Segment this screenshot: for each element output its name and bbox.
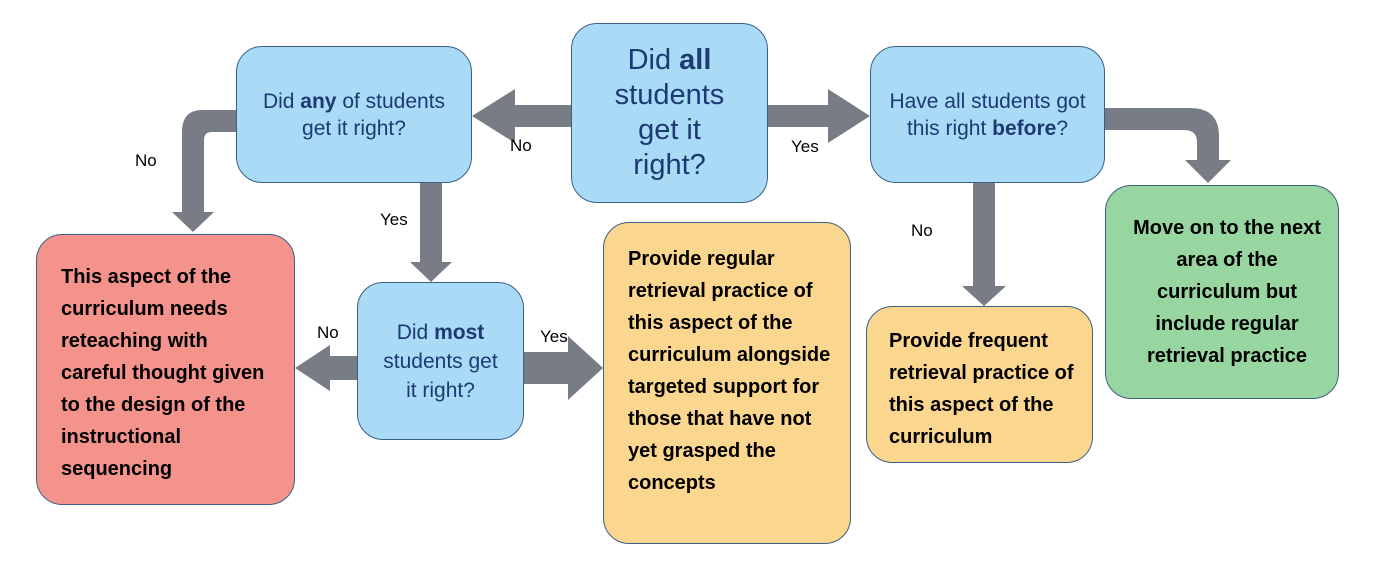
edge-label-most-to-targeted: Yes: [540, 327, 568, 346]
arrow-all-to-any: [472, 89, 574, 143]
arrow-before-to-frequent: [962, 183, 1006, 306]
edge-label-all-to-any: No: [510, 136, 532, 155]
node-before-pre: Have all students got this right: [889, 89, 1086, 140]
node-move-on-text: Move on to the next area of the curricul…: [1133, 217, 1321, 367]
node-did-most-pre: Did: [396, 320, 435, 344]
node-did-all-post: students get it right?: [614, 79, 725, 181]
arrow-all-to-before: [768, 89, 870, 143]
node-did-all-students: Did all students get it right?: [571, 23, 768, 203]
edge-label-any-to-most: Yes: [380, 210, 408, 229]
edge-label-any-to-reteach: No: [135, 151, 157, 170]
node-did-any-post: of students get it right?: [302, 89, 446, 140]
node-did-most-strong: most: [434, 320, 485, 344]
edge-label-most-to-reteach: No: [317, 323, 339, 342]
edge-label-all-to-before: Yes: [791, 137, 819, 156]
node-targeted-support: Provide regular retrieval practice of th…: [603, 222, 851, 544]
node-have-all-before: Have all students got this right before?: [870, 46, 1105, 183]
node-reteach-text: This aspect of the curriculum needs rete…: [61, 266, 265, 480]
node-frequent-practice: Provide frequent retrieval practice of t…: [866, 306, 1093, 463]
arrow-any-to-most: [410, 183, 452, 282]
arrow-before-to-move-on: [1103, 108, 1231, 183]
node-did-most-post: students get it right?: [383, 349, 498, 402]
node-move-on: Move on to the next area of the curricul…: [1105, 185, 1339, 399]
arrow-most-to-targeted: [524, 336, 603, 400]
node-did-any-strong: any: [300, 89, 337, 113]
node-did-all-pre: Did: [627, 44, 680, 76]
node-frequent-practice-text: Provide frequent retrieval practice of t…: [889, 330, 1074, 448]
node-did-all-strong: all: [679, 44, 712, 76]
node-before-post: ?: [1056, 116, 1069, 140]
node-targeted-support-text: Provide regular retrieval practice of th…: [628, 248, 831, 494]
node-did-any-students: Did any of students get it right?: [236, 46, 472, 183]
node-reteach: This aspect of the curriculum needs rete…: [36, 234, 295, 505]
arrow-most-to-reteach: [295, 345, 357, 391]
node-before-strong: before: [992, 116, 1057, 140]
node-did-any-pre: Did: [262, 89, 301, 113]
arrow-any-to-reteach: [172, 110, 238, 232]
edge-label-before-to-frequent: No: [911, 221, 933, 240]
node-did-most-students: Did most students get it right?: [357, 282, 524, 440]
